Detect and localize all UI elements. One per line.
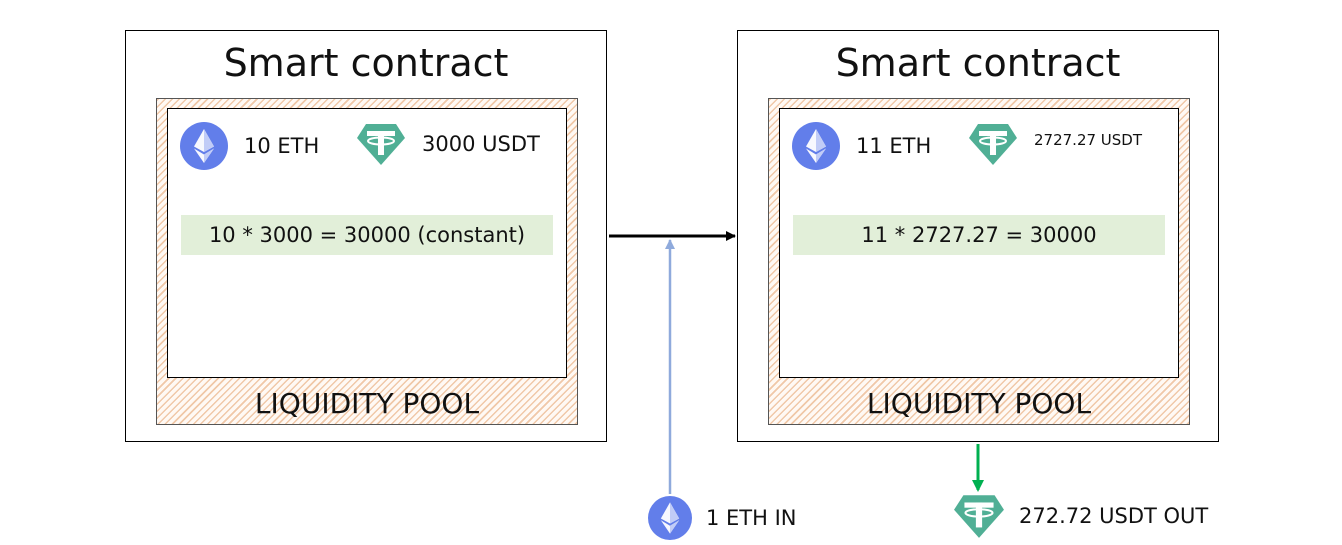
eth-input: 1 ETH IN: [648, 496, 797, 540]
smart-contract-after: Smart contract 11 ETH: [737, 30, 1219, 442]
usdt-balance: 2727.27 USDT: [968, 122, 1142, 166]
eth-icon: [648, 496, 692, 540]
liquidity-pool: 11 ETH 2727.27 USDT 11 * 2727.27 = 30000…: [768, 98, 1190, 425]
smart-contract-before: Smart contract 10 ETH: [125, 30, 607, 442]
usdt-icon: [357, 124, 405, 165]
usdt-output-label: 272.72 USDT OUT: [1019, 504, 1209, 528]
contract-title: Smart contract: [223, 41, 509, 85]
eth-balance: 11 ETH: [792, 122, 931, 170]
liquidity-pool: 10 ETH 3000 USDT 10 * 3000 = 30000 (cons…: [156, 98, 578, 425]
pool-contents: 11 ETH 2727.27 USDT 11 * 2727.27 = 30000: [779, 108, 1179, 378]
pool-label: LIQUIDITY POOL: [866, 387, 1092, 420]
eth-icon: [792, 122, 840, 170]
constant-product-formula: 10 * 3000 = 30000 (constant): [181, 215, 553, 255]
constant-product-formula: 11 * 2727.27 = 30000: [793, 215, 1165, 255]
eth-input-label: 1 ETH IN: [706, 506, 797, 530]
usdt-amount: 2727.27 USDT: [1034, 131, 1143, 149]
usdt-amount: 3000 USDT: [422, 132, 540, 156]
eth-amount: 10 ETH: [244, 134, 320, 158]
contract-title: Smart contract: [835, 41, 1121, 85]
pool-label: LIQUIDITY POOL: [254, 387, 480, 420]
eth-amount: 11 ETH: [856, 134, 932, 158]
usdt-icon: [969, 124, 1017, 165]
pool-contents: 10 ETH 3000 USDT 10 * 3000 = 30000 (cons…: [167, 108, 567, 378]
usdt-balance: 3000 USDT: [356, 122, 540, 166]
eth-icon: [180, 122, 228, 170]
usdt-icon: [954, 495, 1004, 538]
usdt-output: 272.72 USDT OUT: [953, 493, 1208, 539]
eth-balance: 10 ETH: [180, 122, 319, 170]
